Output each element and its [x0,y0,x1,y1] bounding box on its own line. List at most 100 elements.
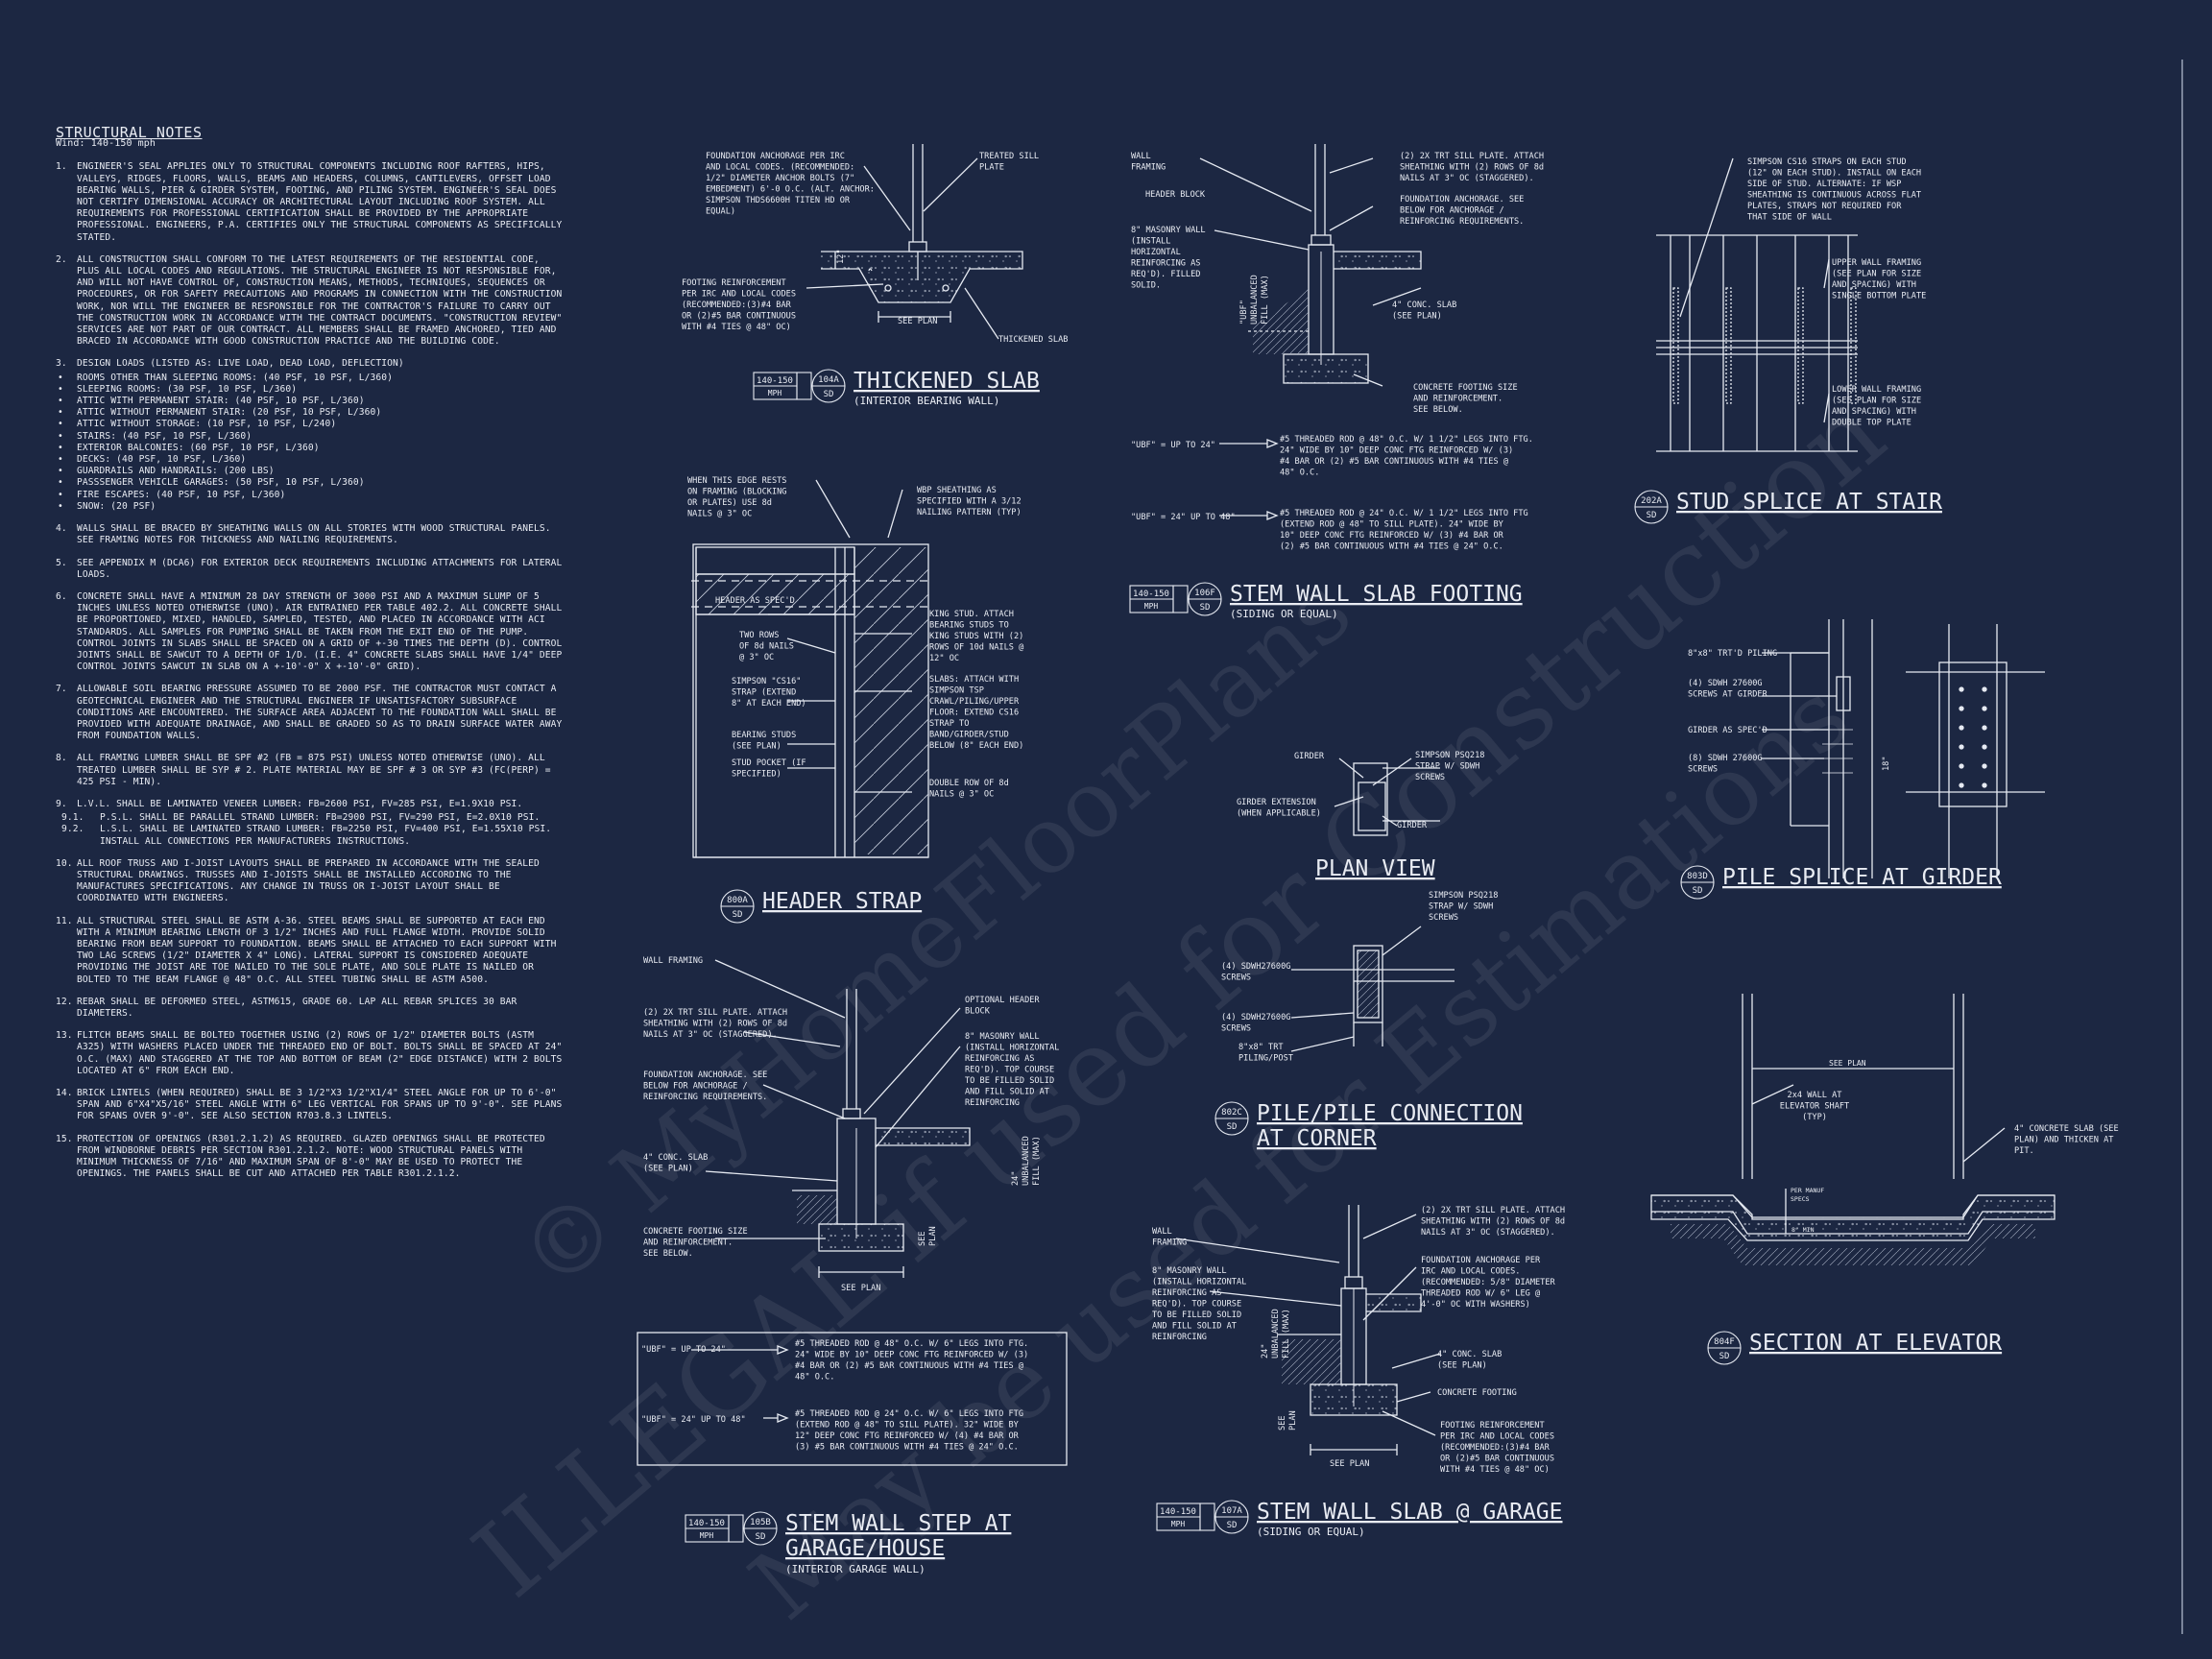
structural-note: 8.ALL FRAMING LUMBER SHALL BE SPF #2 (FB… [56,753,565,788]
detail-stud-splice [1656,157,1858,452]
drawing-label: (SEE PLAN) [643,1165,693,1174]
design-load-item: ATTIC WITHOUT PERMANENT STAIR: (20 PSF, … [56,407,565,419]
drawing-label: FILL (MAX) [1282,1309,1291,1358]
note-text: PROTECTION OF OPENINGS (R301.2.1.2) AS R… [77,1133,545,1180]
drawing-label: PIT. [2014,1146,2034,1156]
screw-dot [1982,744,1987,750]
screw-dot [1982,763,1987,769]
drawing-label: PILING/POST [1238,1054,1293,1064]
drawing-label: AND REINFORCEMENT. [1413,395,1503,404]
detail-title: STEM WALL SLAB @ GARAGE [1257,1500,1563,1525]
screw-dot [1982,725,1987,731]
drawing-label: 202A [1641,496,1662,506]
drawing-label: UPPER WALL FRAMING [1832,258,1921,268]
note-number: 15. [56,1133,73,1144]
drawing-label: (2) 2X TRT SILL PLATE. ATTACH [1421,1206,1565,1215]
drawing-label: "UBF" = UP TO 24" [1131,441,1215,450]
drawing-label: 48" O.C. [1280,469,1319,478]
drawing-label: OR (2)#5 BAR CONTINUOUS [682,312,796,322]
drawing-label: TO BE FILLED SOLID [965,1076,1054,1086]
design-load-item: EXTERIOR BALCONIES: (60 PSF, 10 PSF, L/3… [56,443,565,454]
drawing-label: FRAMING [1152,1238,1187,1248]
detail-title: PLAN VIEW [1315,856,1435,881]
drawing-label: DOUBLE ROW OF 8d [929,779,1009,788]
detail-subtitle: (SIDING OR EQUAL) [1230,608,1338,620]
drawing-label: NAILS @ 3" OC [929,790,994,800]
structural-note: 9.2.L.S.L. SHALL BE LAMINATED STRAND LUM… [56,824,565,847]
drawing-label: 106F [1194,589,1215,598]
drawing-label: 140-150 [757,376,793,386]
note-number: 10. [56,857,73,869]
drawing-label: SIMPSON THDS6600H TITEN HD OR [706,196,851,205]
drawing-label: (3) #5 BAR CONTINUOUS WITH #4 TIES @ 24"… [795,1443,1019,1453]
drawing-label: SD [733,910,743,920]
detail-subtitle: (SIDING OR EQUAL) [1257,1526,1365,1538]
detail-title: HEADER STRAP [762,889,922,914]
drawing-label: TREATED SILL [979,152,1039,161]
drawing-label: (SEE PLAN FOR SIZE [1832,397,1921,406]
drawing-label: FOOTING REINFORCEMENT [1440,1421,1545,1431]
drawing-label: AND REINFORCEMENT. [643,1238,733,1248]
drawing-label: SIMPSON PSQ218 [1429,891,1498,901]
screw-dot [1959,686,1964,692]
drawing-label: SD [1227,1521,1238,1530]
note-text: ALL CONSTRUCTION SHALL CONFORM TO THE LA… [77,253,563,348]
note-number: 7. [56,684,67,695]
drawing-label: SD [1227,1122,1238,1132]
note-text: L.V.L. SHALL BE LAMINATED VENEER LUMBER:… [77,798,523,809]
drawing-label: NAILS AT 3" OC (STAGGERED). [643,1030,778,1040]
drawing-label: 24" WIDE BY 10" DEEP CONC FTG REINFORCED… [795,1351,1028,1360]
detail-title: SECTION AT ELEVATOR [1749,1331,2002,1356]
note-number: 11. [56,915,73,926]
drawing-label: PLAN [928,1226,938,1246]
drawing-label: 4" CONC. SLAB [1392,301,1456,310]
drawing-label: SD [1200,603,1211,613]
drawing-label: @ 3" OC [739,653,774,662]
drawing-label: SEE [1278,1415,1287,1431]
drawing-label: AND SPACING) WITH [1832,280,1916,290]
drawing-label: 18" [1882,756,1891,771]
notes-wind-speed: Wind: 140-150 mph [56,138,156,150]
drawing-label: OR (2)#5 BAR CONTINUOUS [1440,1455,1554,1464]
drawing-label: NAILS @ 3" OC [687,510,752,519]
drawing-label: REQ'D). FILLED [1131,270,1200,279]
drawing-label: FOUNDATION ANCHORAGE PER [1421,1256,1541,1265]
note-text: BRICK LINTELS (WHEN REQUIRED) SHALL BE 3… [77,1088,563,1122]
drawing-label: #5 THREADED ROD @ 48" O.C. W/ 6" LEGS IN… [795,1339,1028,1349]
structural-note: 1.ENGINEER'S SEAL APPLIES ONLY TO STRUCT… [56,161,565,243]
detail-title: GARAGE/HOUSE [785,1536,945,1561]
drawing-label: HEADER BLOCK [1145,190,1206,200]
drawing-label: (RECOMMENDED:(3)#4 BAR [682,301,792,310]
drawing-label: AND FILL SOLID AT [965,1088,1049,1097]
note-text: CONCRETE SHALL HAVE A MINIMUM 28 DAY STR… [77,590,563,673]
note-text: ALL STRUCTURAL STEEL SHALL BE ASTM A-36.… [77,915,557,985]
drawing-label: 140-150 [1133,589,1169,599]
drawing-label: (INSTALL HORIZONTAL [1152,1278,1246,1287]
drawing-label: #5 THREADED ROD @ 24" O.C. W/ 1 1/2" LEG… [1280,509,1528,518]
structural-note: 11. ALL STRUCTURAL STEEL SHALL BE ASTM A-… [56,916,565,986]
detail-plan-view [1334,757,1440,836]
drawing-label: 8" AT EACH END) [732,699,806,709]
drawing-label: SEE BELOW. [1413,405,1463,415]
detail-subtitle: (INTERIOR BEARING WALL) [854,395,999,407]
drawing-label: REINFORCING [965,1098,1020,1108]
drawing-label: MPH [1171,1520,1186,1528]
drawing-label: SCREWS [1429,913,1458,923]
drawing-label: BELOW (8" EACH END) [929,741,1023,751]
drawing-label: #4 BAR OR (2) #5 BAR CONTINUOUS WITH #4 … [1280,457,1508,467]
drawing-label: SCREWS AT GIRDER [1688,690,1768,700]
drawing-label: (INSTALL HORIZONTAL [965,1044,1059,1053]
drawing-label: GIRDER [1397,821,1428,830]
drawing-label: (8) SDWH 27600G [1688,754,1763,763]
drawing-label: 12" [836,249,846,264]
drawing-label: WITH #4 TIES @ 48" OC) [682,323,791,332]
drawing-label: TWO ROWS [739,631,779,640]
note-text: REBAR SHALL BE DEFORMED STEEL, ASTM615, … [77,996,517,1019]
drawing-label: SOLID. [1131,281,1161,291]
drawing-label: STUD POCKET (IF [732,758,806,768]
drawing-label: MPH [700,1531,714,1540]
screw-dot [1959,763,1964,769]
drawing-label: SPECS [1791,1195,1810,1203]
note-number: 5. [56,557,67,568]
